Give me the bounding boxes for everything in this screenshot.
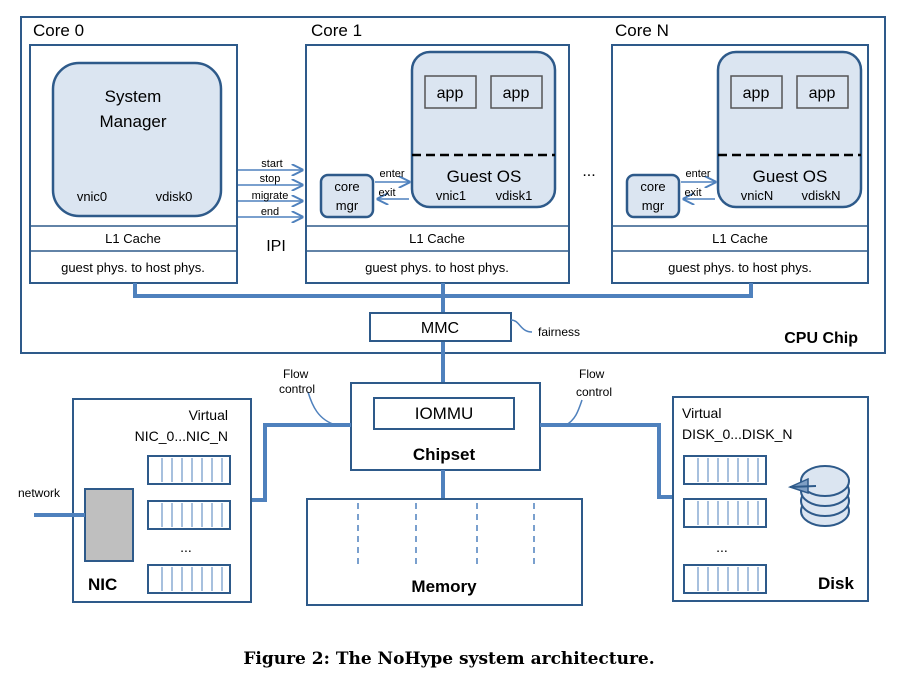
- nic-queue: [147, 455, 231, 485]
- core1-mgr: [319, 173, 375, 219]
- app-box: [490, 75, 543, 109]
- chipset-label: Chipset: [413, 445, 476, 464]
- coreN-app1: app: [743, 85, 770, 102]
- disk-queue-ellipsis: ...: [716, 539, 728, 555]
- vnic1-label: vnic1: [436, 188, 466, 203]
- flow-left-1: Flow: [283, 367, 309, 381]
- disk-queue: [683, 455, 767, 485]
- core1-app1: app: [437, 85, 464, 102]
- nic-queue: [147, 564, 231, 594]
- core1-mgr-2: mgr: [336, 198, 359, 213]
- core1-mgr-1: core: [334, 179, 359, 194]
- memory-label: Memory: [411, 577, 477, 596]
- core1-enter: enter: [379, 168, 404, 180]
- disk: Virtual DISK_0...DISK_N ... Disk: [672, 396, 869, 602]
- figure-caption: Figure 2: The NoHype system architecture…: [243, 649, 654, 669]
- coreN-guest-os: Guest OS: [753, 167, 828, 186]
- vdiskN-label: vdiskN: [801, 188, 840, 203]
- cpu-chip-label: CPU Chip: [784, 330, 858, 347]
- vnic0-label: vnic0: [77, 189, 107, 204]
- ipi-migrate: migrate: [252, 190, 289, 202]
- nic-virtual-1: Virtual: [189, 407, 228, 423]
- nic-virtual-2: NIC_0...NIC_N: [135, 428, 228, 444]
- flow-left-2: control: [279, 382, 315, 396]
- app-box: [424, 75, 477, 109]
- disk-virtual-1: Virtual: [682, 405, 721, 421]
- core1-app2: app: [503, 85, 530, 102]
- nic: Virtual NIC_0...NIC_N ... network NIC: [18, 398, 252, 603]
- nic-port: [84, 488, 134, 562]
- disk-queue: [683, 498, 767, 528]
- network-label: network: [18, 486, 61, 500]
- ipi-end: end: [261, 206, 279, 218]
- nic-queue-ellipsis: ...: [180, 539, 192, 555]
- flow-right-1: Flow: [579, 367, 605, 381]
- system-manager-title-2: Manager: [99, 112, 166, 131]
- flow-right-connector: [565, 399, 583, 426]
- ipi-start: start: [261, 158, 282, 170]
- coreN-mgr-1: core: [640, 179, 665, 194]
- core1-exit: exit: [378, 187, 395, 199]
- disk-label: Disk: [818, 574, 854, 593]
- ipi-arrows: start stop migrate end IPI: [238, 158, 302, 255]
- memory-bus: [133, 283, 753, 383]
- coreN-exit: exit: [684, 187, 701, 199]
- vdisk1-label: vdisk1: [496, 188, 533, 203]
- app-box: [796, 75, 849, 109]
- core0-label: Core 0: [33, 21, 84, 40]
- core1-l1-cache: L1 Cache: [409, 231, 465, 246]
- nic-queue: [147, 500, 231, 530]
- flow-right-2: control: [576, 385, 612, 399]
- coreN-mgr: [625, 173, 681, 219]
- memory: Memory: [306, 498, 583, 606]
- ipi-stop: stop: [260, 173, 281, 185]
- cores-ellipsis: ...: [582, 163, 595, 180]
- disk-virtual-2: DISK_0...DISK_N: [682, 426, 793, 442]
- chipset-links: [251, 423, 673, 502]
- core1-guest-os: Guest OS: [447, 167, 522, 186]
- system-manager-title-1: System: [105, 87, 162, 106]
- iommu-label: IOMMU: [415, 404, 474, 423]
- flow-left-connector: [307, 391, 337, 426]
- iommu: [373, 397, 515, 430]
- disk-platter-icon: [787, 465, 850, 527]
- app-box: [730, 75, 783, 109]
- coreN-mapping: guest phys. to host phys.: [668, 260, 812, 275]
- nic-label: NIC: [88, 575, 117, 594]
- vdisk0-label: vdisk0: [156, 189, 193, 204]
- disk-queue: [683, 564, 767, 594]
- core-n: app app Guest OS vnicN vdiskN core mgr e…: [611, 44, 869, 284]
- coreN-mgr-2: mgr: [642, 198, 665, 213]
- core0-l1-cache: L1 Cache: [105, 231, 161, 246]
- ipi-label: IPI: [266, 238, 286, 255]
- coreN-label: Core N: [615, 21, 669, 40]
- coreN-app2: app: [809, 85, 836, 102]
- fairness-label: fairness: [538, 325, 580, 339]
- fairness-connector: [510, 319, 533, 333]
- mmc-label: MMC: [421, 320, 459, 337]
- core1-mapping: guest phys. to host phys.: [365, 260, 509, 275]
- core1-label: Core 1: [311, 21, 362, 40]
- mmc-box: [369, 312, 512, 342]
- core-1: app app Guest OS vnic1 vdisk1 core mgr e…: [305, 44, 570, 284]
- coreN-enter: enter: [685, 168, 710, 180]
- core0-mapping: guest phys. to host phys.: [61, 260, 205, 275]
- core-0: System Manager vnic0 vdisk0 L1 Cache gue…: [29, 44, 238, 284]
- vnicN-label: vnicN: [741, 188, 774, 203]
- system-manager: [51, 61, 223, 218]
- coreN-l1-cache: L1 Cache: [712, 231, 768, 246]
